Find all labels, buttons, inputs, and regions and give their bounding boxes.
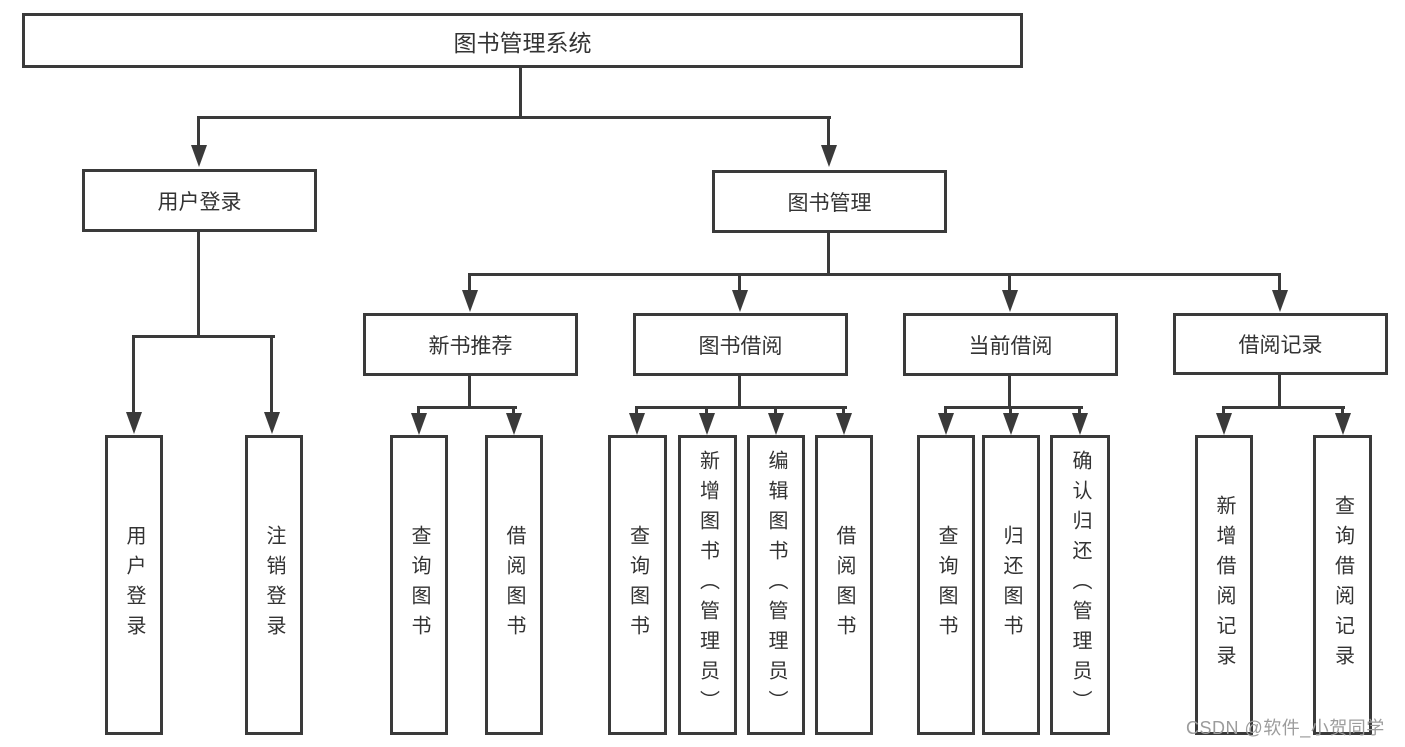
node-new-book-recommend: 新书推荐: [363, 313, 578, 376]
leaf-nb-borrow-books-label: 借阅图书: [503, 525, 525, 645]
leaf-br-add-record: 新增借阅记录: [1195, 435, 1253, 735]
arrow-to-leaf-br-add: [1216, 413, 1232, 435]
node-book-borrow: 图书借阅: [633, 313, 848, 376]
arrow-to-leaf-cb-query: [938, 413, 954, 435]
connector-to-leaf-nb-query: [417, 406, 420, 415]
connector-to-leaf-br-query: [1341, 406, 1344, 415]
connector-to-leaf-cb-return: [1009, 406, 1012, 415]
arrow-to-leaf-nb-query: [411, 413, 427, 435]
arrow-to-leaf-bb-borrow: [836, 413, 852, 435]
leaf-cb-confirm-return-admin: 确认归还（管理员）: [1050, 435, 1110, 735]
connector-borrow-records-trunk: [1278, 375, 1281, 409]
leaf-logout: 注销登录: [245, 435, 303, 735]
arrow-to-leaf-nb-borrow: [506, 413, 522, 435]
node-borrow-records-label: 借阅记录: [1238, 334, 1323, 357]
connector-level2-branch: [197, 116, 831, 119]
leaf-bb-query-books: 查询图书: [608, 435, 667, 735]
leaf-logout-label: 注销登录: [263, 525, 285, 645]
arrow-to-leaf-bb-edit: [768, 413, 784, 435]
node-new-book-recommend-label: 新书推荐: [428, 334, 513, 358]
node-library-system: 图书管理系统: [22, 13, 1023, 68]
node-current-borrow-label: 当前借阅: [968, 334, 1053, 358]
connector-user-login-branch: [132, 335, 275, 338]
node-current-borrow: 当前借阅: [903, 313, 1118, 376]
node-book-borrow-label: 图书借阅: [698, 334, 783, 358]
arrow-to-leaf-bb-query: [629, 413, 645, 435]
connector-to-leaf-cb-confirm: [1078, 406, 1081, 415]
arrow-to-user-login: [191, 145, 207, 167]
arrow-to-leaf-cb-return: [1003, 413, 1019, 435]
leaf-nb-query-books: 查询图书: [390, 435, 448, 735]
arrow-to-leaf-logout: [264, 412, 280, 434]
connector-book-management-trunk: [827, 233, 830, 276]
leaf-user-login: 用户登录: [105, 435, 163, 735]
leaf-cb-return-books: 归还图书: [982, 435, 1040, 735]
connector-to-leaf-br-add: [1222, 406, 1225, 415]
leaf-br-add-record-label: 新增借阅记录: [1213, 495, 1235, 675]
node-user-login-label: 用户登录: [157, 190, 242, 214]
node-library-system-label: 图书管理系统: [453, 29, 592, 56]
leaf-cb-query-books: 查询图书: [917, 435, 975, 735]
node-book-management-label: 图书管理: [787, 191, 872, 215]
connector-to-new-book: [468, 273, 471, 293]
connector-root-trunk: [519, 68, 522, 119]
arrow-to-leaf-user-login: [126, 412, 142, 434]
arrow-to-new-book: [462, 290, 478, 312]
connector-to-leaf-bb-edit: [774, 406, 777, 415]
connector-user-login-trunk: [197, 232, 200, 338]
connector-to-leaf-cb-query: [944, 406, 947, 415]
connector-to-leaf-bb-query: [635, 406, 638, 415]
arrow-to-leaf-br-query: [1335, 413, 1351, 435]
leaf-bb-add-books-admin-label: 新增图书（管理员）: [696, 450, 719, 720]
arrow-to-borrow-records: [1272, 290, 1288, 312]
connector-to-book-management: [827, 116, 830, 148]
leaf-bb-query-books-label: 查询图书: [626, 525, 649, 645]
connector-to-current-borrow: [1008, 273, 1011, 293]
node-user-login: 用户登录: [82, 169, 317, 232]
leaf-bb-edit-books-admin-label: 编辑图书（管理员）: [765, 450, 787, 720]
node-book-management: 图书管理: [712, 170, 947, 233]
leaf-br-query-record: 查询借阅记录: [1313, 435, 1372, 735]
leaf-bb-borrow-books: 借阅图书: [815, 435, 873, 735]
leaf-cb-query-books-label: 查询图书: [935, 525, 957, 645]
arrow-to-leaf-bb-add: [699, 413, 715, 435]
csdn-watermark: CSDN @软件_小贺同学: [1186, 718, 1385, 738]
connector-to-user-login: [197, 116, 200, 148]
connector-to-borrow-records: [1278, 273, 1281, 293]
connector-to-leaf-user-login: [132, 335, 135, 415]
connector-current-borrow-branch: [944, 406, 1083, 409]
leaf-bb-edit-books-admin: 编辑图书（管理员）: [747, 435, 805, 735]
connector-book-borrow-trunk: [738, 376, 741, 409]
arrow-to-book-management: [821, 145, 837, 167]
leaf-nb-query-books-label: 查询图书: [408, 525, 430, 645]
leaf-br-query-record-label: 查询借阅记录: [1331, 495, 1354, 675]
leaf-bb-borrow-books-label: 借阅图书: [833, 525, 855, 645]
arrow-to-leaf-cb-confirm: [1072, 413, 1088, 435]
connector-to-leaf-nb-borrow: [512, 406, 515, 415]
leaf-bb-add-books-admin: 新增图书（管理员）: [678, 435, 737, 735]
connector-current-borrow-trunk: [1008, 376, 1011, 409]
connector-new-book-branch: [417, 406, 517, 409]
arrow-to-current-borrow: [1002, 290, 1018, 312]
arrow-to-book-borrow: [732, 290, 748, 312]
leaf-cb-return-books-label: 归还图书: [1000, 525, 1022, 645]
leaf-nb-borrow-books: 借阅图书: [485, 435, 543, 735]
connector-book-borrow-branch: [635, 406, 847, 409]
connector-to-leaf-bb-add: [705, 406, 708, 415]
leaf-user-login-label: 用户登录: [123, 525, 145, 645]
leaf-cb-confirm-return-admin-label: 确认归还（管理员）: [1069, 450, 1091, 720]
connector-to-leaf-logout: [270, 335, 273, 415]
connector-borrow-records-branch: [1222, 406, 1345, 409]
node-borrow-records: 借阅记录: [1173, 313, 1388, 375]
connector-to-leaf-bb-borrow: [842, 406, 845, 415]
connector-level3-branch: [468, 273, 1281, 276]
connector-new-book-trunk: [468, 376, 471, 409]
connector-to-book-borrow: [738, 273, 741, 293]
